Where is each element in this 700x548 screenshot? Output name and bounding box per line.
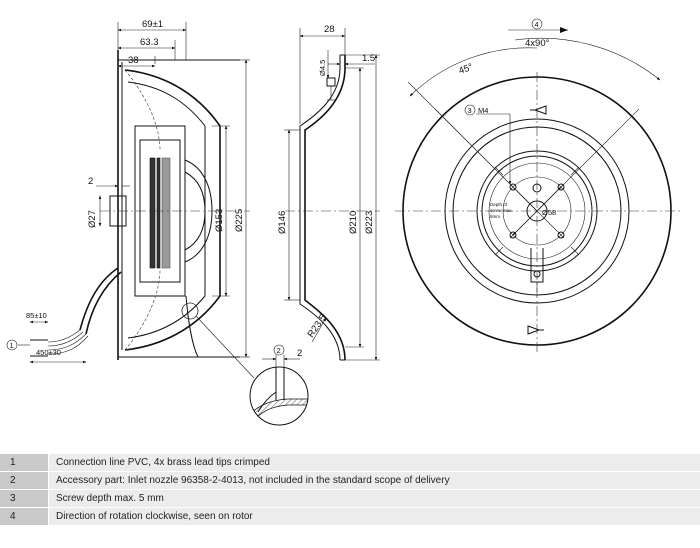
screw-note-line-2: screw max. bbox=[490, 208, 513, 213]
front-bolt-circle: Ø58 bbox=[542, 208, 556, 217]
note-row: 1 Connection line PVC, 4x brass lead tip… bbox=[0, 454, 700, 472]
dim-nozzle-inner-dia: Ø146 bbox=[277, 211, 288, 234]
note-text: Direction of rotation clockwise, seen on… bbox=[49, 508, 700, 525]
note-number: 2 bbox=[0, 472, 48, 489]
front-view: 45° 4x90° 4 3 M4 Ø58 Depth of screw max.… bbox=[395, 18, 680, 355]
note-row: 2 Accessory part: Inlet nozzle 96358-2-4… bbox=[0, 472, 700, 490]
callout-3: 3 bbox=[468, 106, 472, 115]
callout-4: 4 bbox=[535, 20, 539, 29]
screw-note-line-3: 5mm bbox=[490, 214, 500, 219]
dim-wall: 1.5 bbox=[362, 53, 375, 64]
detail-view: 2 2 bbox=[249, 344, 309, 426]
dim-lead-strip: 85±10 bbox=[26, 311, 47, 320]
dim-nozzle-outer-dia: Ø223 bbox=[364, 211, 375, 234]
note-row: 4 Direction of rotation clockwise, seen … bbox=[0, 508, 700, 526]
dim-overall-depth: 69±1 bbox=[142, 19, 163, 30]
technical-drawing: 69±1 63.3 38 2 Ø27 Ø153 Ø225 85±10 450±3… bbox=[6, 18, 680, 426]
front-pattern: 4x90° bbox=[525, 38, 550, 49]
dim-thread-dia: Ø4.5 bbox=[318, 60, 327, 76]
note-number: 3 bbox=[0, 490, 48, 507]
side-view: 69±1 63.3 38 2 Ø27 Ø153 Ø225 85±10 450±3… bbox=[6, 19, 250, 364]
dim-nozzle-radius: R23.5 bbox=[305, 313, 329, 340]
dim-hub-dia: Ø153 bbox=[214, 209, 225, 232]
dim-nozzle-mid-dia: Ø210 bbox=[348, 211, 359, 234]
dim-depth-mid: 63.3 bbox=[140, 37, 159, 48]
note-row: 3 Screw depth max. 5 mm bbox=[0, 490, 700, 508]
note-text: Connection line PVC, 4x brass lead tips … bbox=[49, 454, 700, 471]
note-text: Accessory part: Inlet nozzle 96358-2-401… bbox=[49, 472, 700, 489]
callout-1: 1 bbox=[10, 341, 14, 350]
dim-depth-front: 38 bbox=[128, 55, 139, 66]
dim-lead-length: 450±30 bbox=[36, 348, 61, 357]
note-number: 1 bbox=[0, 454, 48, 471]
nozzle-view: 28 Ø4.5 1.5 Ø146 Ø210 Ø223 R23.5 bbox=[181, 24, 380, 426]
dim-gap: 2 bbox=[88, 176, 93, 187]
callout-2: 2 bbox=[277, 346, 281, 355]
dim-nozzle-depth: 28 bbox=[324, 24, 335, 35]
dim-shaft-dia: Ø27 bbox=[87, 210, 98, 228]
front-angle: 45° bbox=[457, 62, 474, 77]
dim-outer-dia: Ø225 bbox=[234, 209, 245, 232]
note-text: Screw depth max. 5 mm bbox=[49, 490, 700, 507]
screw-note-line-1: Depth of bbox=[490, 202, 508, 207]
notes-table: 1 Connection line PVC, 4x brass lead tip… bbox=[0, 454, 700, 526]
note-number: 4 bbox=[0, 508, 48, 525]
screw-label: M4 bbox=[478, 106, 488, 115]
dim-detail-gap: 2 bbox=[297, 348, 302, 359]
